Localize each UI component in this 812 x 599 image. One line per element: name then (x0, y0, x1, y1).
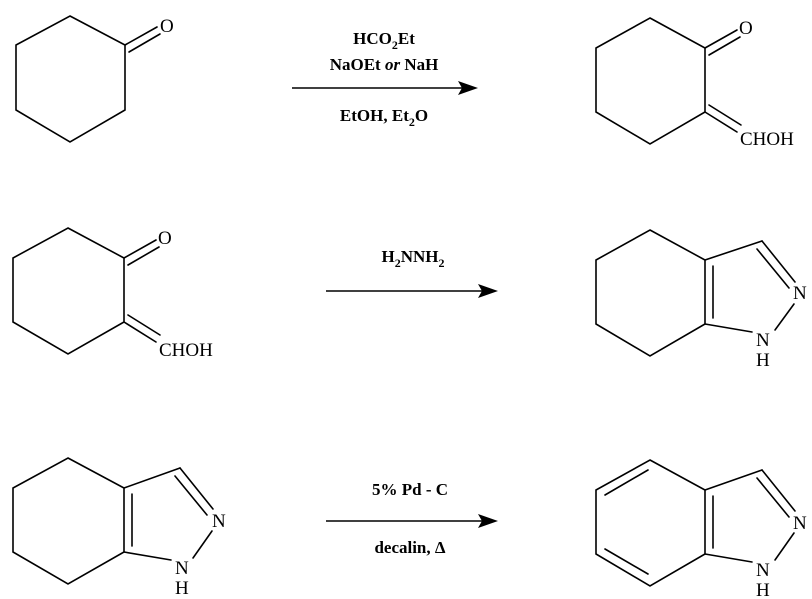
pyrazole-cn-double (761, 240, 796, 283)
reagent-line-3: EtOH, Et2O (340, 106, 428, 129)
pyrazole-bond (123, 467, 181, 489)
reaction-conditions-3: 5% Pd - C decalin, Δ (326, 480, 498, 557)
pyrazole-bond (704, 469, 763, 491)
pyrazole-nn-bond (192, 530, 213, 559)
pyrazole-cn-double (179, 467, 214, 510)
arrow-head-3 (478, 514, 498, 528)
oxygen-atom: O (158, 228, 172, 249)
reagent-catalyst: 5% Pd - C (372, 480, 448, 499)
molecule-cyclohexanone: O (15, 15, 174, 143)
nh-nitrogen-atom: N (756, 330, 770, 351)
pyrazole-cn-double (761, 469, 796, 512)
pyrazole-nh-bond (123, 551, 172, 561)
aromatic-double-bond (604, 469, 649, 496)
exocyclic-double-bond (704, 111, 738, 133)
pyrazole-nh-bond (704, 323, 753, 333)
nh-nitrogen-atom: N (756, 560, 770, 581)
nitrogen-atom: N (793, 513, 807, 534)
nitrogen-atom: N (212, 511, 226, 532)
nh-nitrogen-atom: N (175, 558, 189, 579)
reagent-line-1: HCO2Et (353, 29, 415, 52)
carbonyl-bond (123, 239, 157, 259)
pyrazole-nh-bond (704, 553, 753, 563)
cyclohexane-ring (15, 15, 126, 143)
carbonyl-bond (704, 29, 738, 49)
oxygen-atom: O (739, 18, 753, 39)
molecule-indazole-product: N N H (595, 459, 807, 599)
reagent-solvent-heat: decalin, Δ (374, 538, 445, 557)
fused-ring (12, 457, 125, 585)
cyclohexane-ring (595, 17, 706, 145)
nh-hydrogen-atom: H (175, 578, 189, 599)
pyrazole-bond (704, 240, 763, 261)
molecule-tetrahydroindazole-reactant: N N H (12, 457, 226, 599)
oxygen-atom: O (160, 16, 174, 37)
benzene-ring (595, 459, 706, 587)
nh-hydrogen-atom: H (756, 580, 770, 599)
reaction-conditions-2: H2NNH2 (326, 247, 498, 298)
pyrazole-nn-bond (774, 532, 795, 561)
pyrazole-nn-bond (774, 303, 795, 331)
reagent-hydrazine: H2NNH2 (381, 247, 444, 270)
chohh-group: CHOH (740, 129, 794, 150)
nh-hydrogen-atom: H (756, 350, 770, 371)
arrow-head-2 (478, 284, 498, 298)
exocyclic-double-bond (123, 321, 157, 343)
reagent-line-2: NaOEt or NaH (330, 55, 439, 74)
carbonyl-bond (124, 26, 158, 46)
molecule-hydroxymethylene-cyclohexanone-reactant: O CHOH (12, 227, 213, 361)
molecule-tetrahydroindazole-product: N N H (595, 229, 807, 371)
molecule-hydroxymethylene-cyclohexanone-product: O CHOH (595, 17, 794, 150)
cyclohexane-ring (12, 227, 125, 355)
chohh-group: CHOH (159, 340, 213, 361)
arrow-head-1 (458, 81, 478, 95)
reaction-conditions-1: HCO2Et NaOEt or NaH EtOH, Et2O (292, 29, 478, 129)
aromatic-double-bond (604, 548, 649, 575)
nitrogen-atom: N (793, 283, 807, 304)
fused-ring (595, 229, 706, 357)
